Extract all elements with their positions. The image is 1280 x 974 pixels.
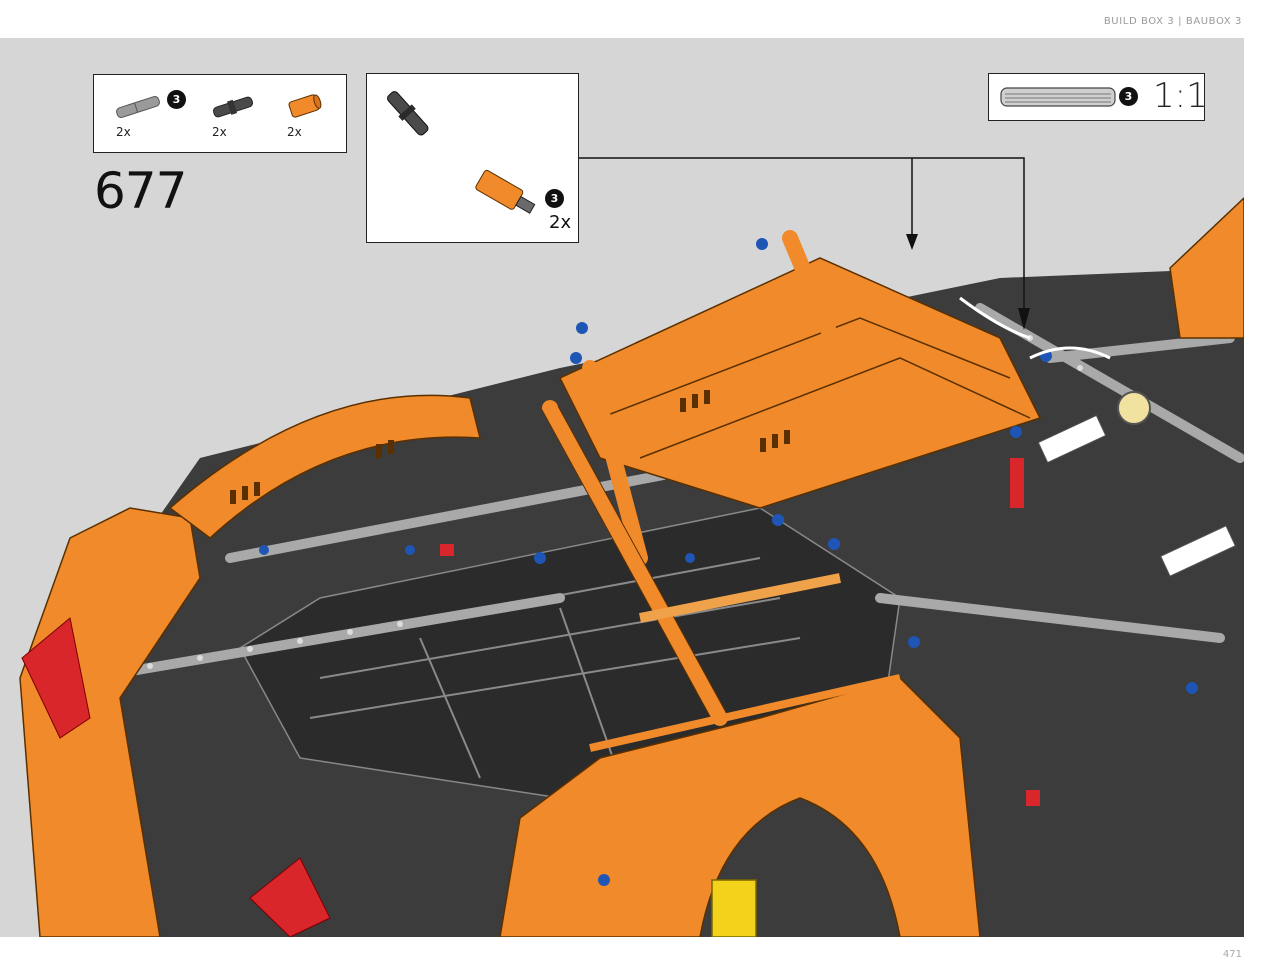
car-model-illustration <box>19 196 1244 937</box>
scale-callout: 3 1:1 <box>988 73 1208 121</box>
subassembly-diagram <box>387 91 536 214</box>
axle-scale-icon <box>1000 87 1116 107</box>
build-box-header: BUILD BOX 3 | BAUBOX 3 <box>1103 16 1242 27</box>
parts-list-callout: 3 2x 2x 2x <box>93 74 347 153</box>
scale-bag-badge: 3 <box>1119 87 1138 106</box>
page-number: 471 <box>1222 949 1242 960</box>
step-number: 677 <box>94 162 187 220</box>
subassembly-bag-badge: 3 <box>545 189 564 208</box>
scale-ratio: 1:1 <box>1153 76 1208 116</box>
subassembly-quantity: 2x <box>549 212 572 233</box>
gray-axle-pin-icon <box>116 95 160 119</box>
part-quantity: 2x <box>287 125 302 139</box>
part-quantity: 2x <box>116 125 131 139</box>
placement-arrows <box>579 157 1030 330</box>
dark-gray-axle-pin-icon <box>212 96 254 118</box>
subassembly-callout: 3 2x <box>366 73 579 243</box>
instruction-panel: 3 2x 2x 2x 677 <box>0 38 1244 937</box>
parts-bag-badge: 3 <box>167 90 186 109</box>
orange-connector-icon <box>288 94 322 118</box>
part-quantity: 2x <box>212 125 227 139</box>
